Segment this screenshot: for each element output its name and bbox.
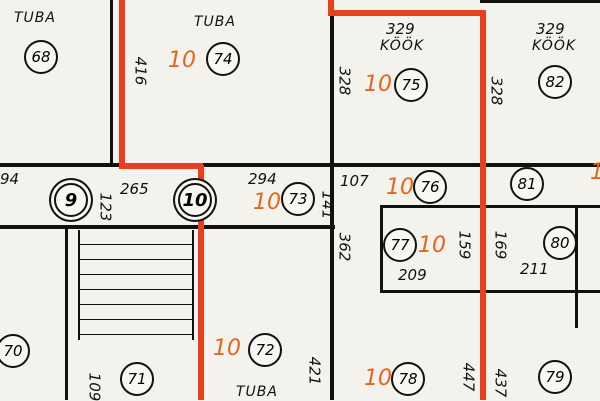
room-number: 79 <box>538 360 572 394</box>
dimension: 416 <box>131 56 150 86</box>
room-number: 71 <box>120 362 154 396</box>
room-number: 82 <box>538 65 572 99</box>
dimension: 169 <box>491 230 510 260</box>
highlight-wall <box>119 0 125 168</box>
room-number: 75 <box>394 68 428 102</box>
wall <box>0 225 335 229</box>
wall <box>480 0 600 3</box>
wall <box>65 225 68 400</box>
handwritten-mark: 10 <box>213 336 241 361</box>
handwritten-mark: 10 <box>253 190 281 215</box>
dimension: 265 <box>120 180 149 198</box>
room-name: KÖÖK <box>380 38 425 54</box>
staircase-number: 10 <box>178 183 212 217</box>
room-area: 329 <box>386 20 415 38</box>
highlight-wall <box>328 10 484 16</box>
room-name: TUBA <box>194 14 236 30</box>
room-number: 76 <box>413 170 447 204</box>
room-name: TUBA <box>236 384 278 400</box>
room-name: TUBA <box>14 10 56 26</box>
room-number: 68 <box>24 40 58 74</box>
wall <box>575 208 578 328</box>
wall <box>380 208 383 290</box>
highlight-wall <box>198 165 204 400</box>
dimension: 328 <box>335 66 354 96</box>
dimension: 421 <box>305 356 324 386</box>
highlight-wall <box>119 163 203 169</box>
handwritten-mark: 10 <box>364 72 392 97</box>
room-number: 74 <box>206 42 240 76</box>
wall <box>330 0 334 400</box>
staircase-number: 9 <box>54 183 88 217</box>
handwritten-mark: 10 <box>590 160 600 185</box>
dimension: 94 <box>0 170 20 188</box>
dimension: 123 <box>96 192 115 222</box>
room-number: 70 <box>0 334 30 368</box>
room-number: 81 <box>510 167 544 201</box>
room-number: 78 <box>391 362 425 396</box>
dimension: 294 <box>248 170 277 188</box>
handwritten-mark: 10 <box>418 233 446 258</box>
dimension: 328 <box>487 76 506 106</box>
highlight-wall <box>328 0 334 14</box>
dimension: 109 <box>85 372 104 401</box>
dimension: 447 <box>459 362 478 392</box>
highlight-wall <box>480 10 486 400</box>
dimension: 209 <box>398 266 427 284</box>
wall <box>380 205 600 208</box>
room-number: 80 <box>543 226 577 260</box>
handwritten-mark: 10 <box>386 175 414 200</box>
dimension: 159 <box>455 230 474 260</box>
dimension: 211 <box>520 260 549 278</box>
wall <box>110 0 113 165</box>
dimension: 107 <box>340 172 369 190</box>
handwritten-mark: 10 <box>168 48 196 73</box>
room-number: 73 <box>281 182 315 216</box>
wall <box>380 290 600 293</box>
room-area: 329 <box>536 20 565 38</box>
room-number: 77 <box>383 228 417 262</box>
dimension: 437 <box>491 368 510 398</box>
staircase <box>78 230 194 340</box>
dimension: 141 <box>318 190 337 220</box>
dimension: 362 <box>335 232 354 262</box>
handwritten-mark: 10 <box>364 366 392 391</box>
wall <box>0 163 600 167</box>
room-name: KÖÖK <box>532 38 577 54</box>
room-number: 72 <box>248 333 282 367</box>
